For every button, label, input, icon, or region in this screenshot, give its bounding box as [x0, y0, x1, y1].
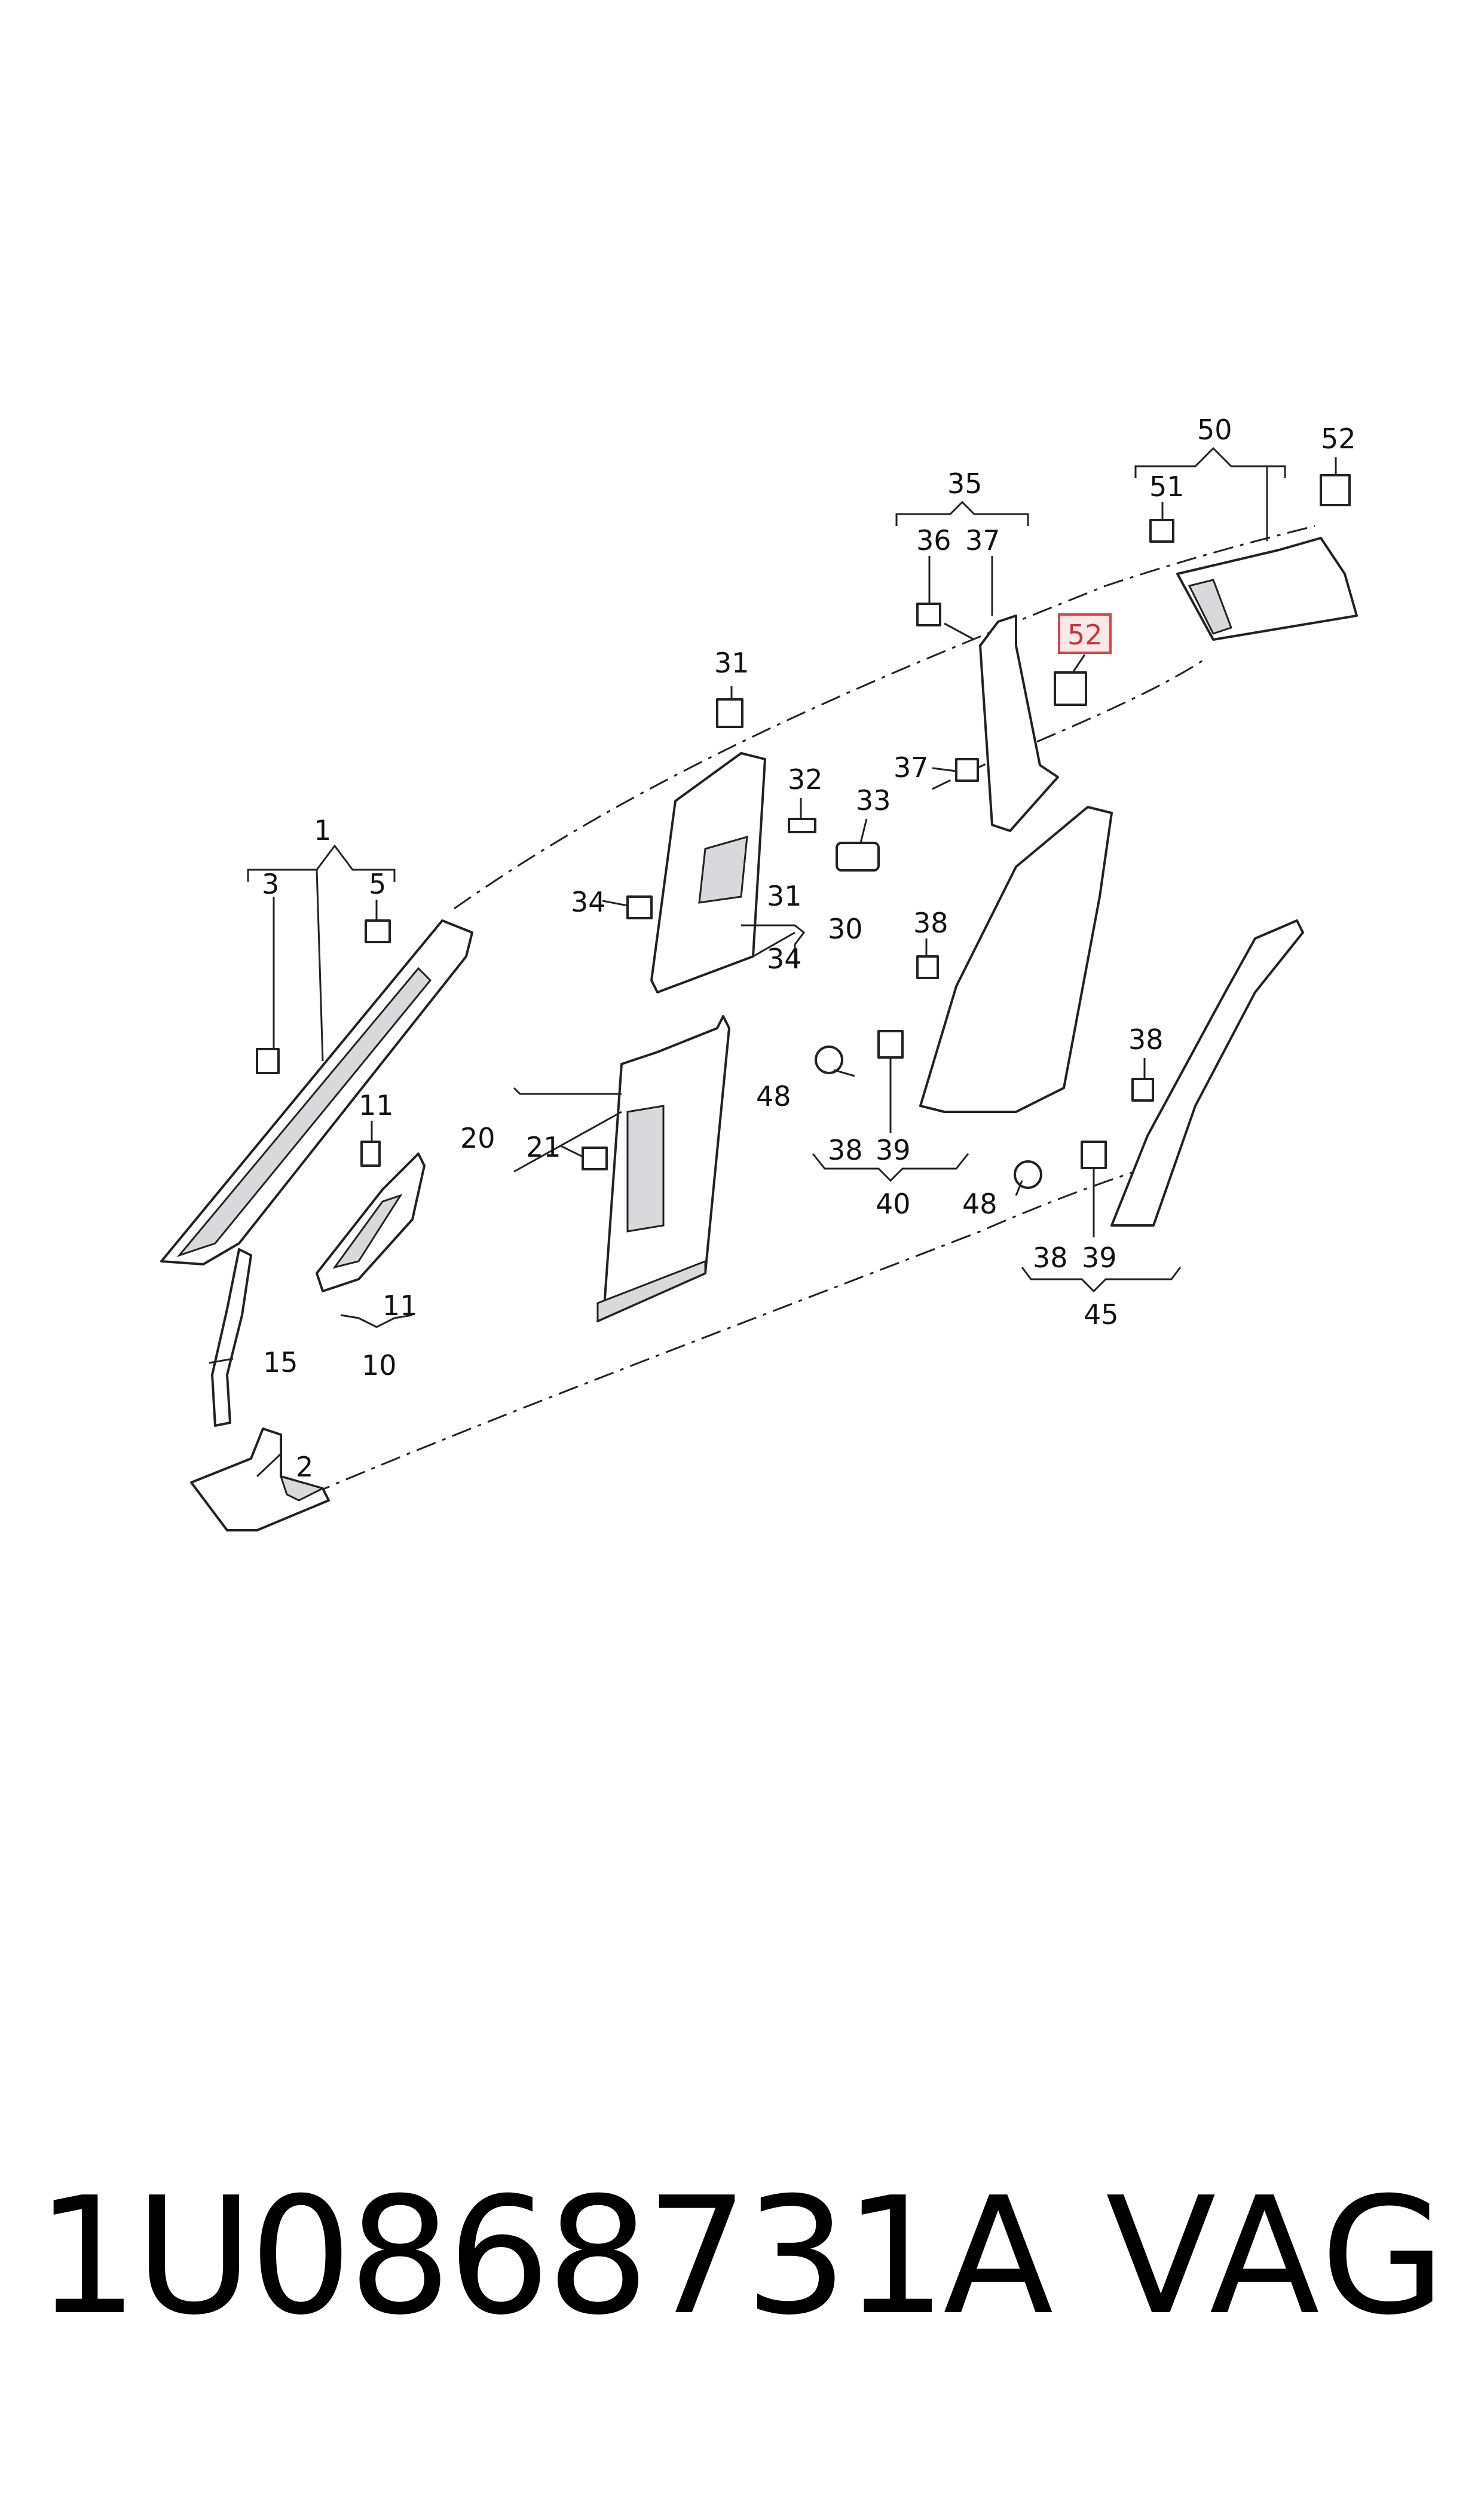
callout-20: 20	[460, 1122, 495, 1154]
callout-52-highlight-text: 52	[1067, 619, 1103, 651]
highlighted-callout-52[interactable]: 52	[1058, 613, 1112, 654]
clip-5	[365, 919, 391, 943]
clip-34	[626, 895, 653, 919]
callout-33: 33	[856, 784, 891, 817]
callout-38-c-pillar: 38	[913, 907, 948, 939]
rear-roof-trim	[1176, 537, 1358, 641]
cover-33	[836, 842, 880, 872]
callout-11-top: 11	[359, 1089, 394, 1121]
c-pillar-upper-trim	[979, 615, 1059, 832]
callout-1: 1	[314, 814, 331, 846]
callout-40: 40	[876, 1188, 911, 1220]
callout-36: 36	[916, 524, 951, 557]
callout-37-side: 37	[894, 751, 929, 784]
lower-reference-line	[310, 1158, 1172, 1496]
grommet-48a	[815, 1045, 843, 1074]
upper-b-pillar-trim	[650, 752, 766, 993]
callout-3: 3	[262, 868, 279, 900]
callout-50: 50	[1197, 414, 1232, 446]
clip-38a	[916, 955, 939, 979]
vent-grille	[316, 1152, 426, 1292]
a-pillar-trim	[160, 919, 473, 1265]
callout-35: 35	[947, 467, 983, 500]
callout-51: 51	[1149, 470, 1185, 503]
callout-39-bottom-left: 39	[876, 1134, 911, 1166]
callout-39-bottom-right: 39	[1082, 1242, 1117, 1274]
clip-39b	[1081, 1141, 1107, 1169]
callout-31-right: 31	[767, 880, 802, 912]
callout-10: 10	[362, 1349, 397, 1381]
callout-48-right: 48	[962, 1188, 998, 1220]
callout-48-left: 48	[756, 1080, 791, 1112]
clip-37	[955, 758, 979, 782]
callout-52-top: 52	[1321, 423, 1356, 455]
clip-11	[360, 1141, 381, 1167]
grommet-48b	[1014, 1160, 1042, 1189]
clip-51	[1149, 519, 1174, 543]
callout-38-bottom-left: 38	[828, 1134, 863, 1166]
footwell-trim	[190, 1427, 330, 1531]
leader-lines	[209, 447, 1337, 1478]
callout-34-right: 34	[767, 943, 802, 975]
callout-34-left: 34	[571, 886, 606, 918]
callout-15: 15	[263, 1346, 298, 1378]
callout-labels: 1 3 5 15 2 11 11 10 20 21 31 32 33 34 31…	[262, 414, 1356, 1483]
brand-name: VAG	[1106, 2162, 1449, 2350]
d-pillar-trim	[1110, 919, 1304, 1227]
c-pillar-trim	[919, 806, 1113, 1113]
callout-11-bottom: 11	[383, 1289, 418, 1322]
part-number: 1U0868731A	[36, 2162, 1054, 2350]
footer: 1U0868731A VAG	[0, 2176, 1484, 2373]
callout-21: 21	[526, 1131, 561, 1163]
clip-36	[916, 603, 941, 626]
callout-37-top: 37	[965, 524, 1000, 557]
clip-39a	[877, 1030, 904, 1059]
clip-38c	[1131, 1078, 1154, 1102]
callout-30: 30	[828, 913, 863, 945]
callout-45: 45	[1084, 1298, 1119, 1331]
lower-b-pillar-trim	[596, 1015, 730, 1323]
callout-32: 32	[788, 763, 823, 796]
bracket-15	[211, 1248, 252, 1427]
callout-2: 2	[296, 1451, 313, 1483]
callout-5: 5	[369, 868, 386, 900]
clip-52b	[1054, 671, 1087, 706]
callout-38-bottom-right: 38	[1033, 1242, 1068, 1274]
clip-21	[582, 1147, 608, 1170]
callout-38-d-pillar: 38	[1128, 1023, 1164, 1056]
clip-52a	[1320, 474, 1351, 506]
clip-31	[716, 698, 743, 728]
callout-31-top: 31	[714, 647, 749, 679]
clip-3	[256, 1048, 280, 1074]
screw-32	[788, 818, 816, 833]
